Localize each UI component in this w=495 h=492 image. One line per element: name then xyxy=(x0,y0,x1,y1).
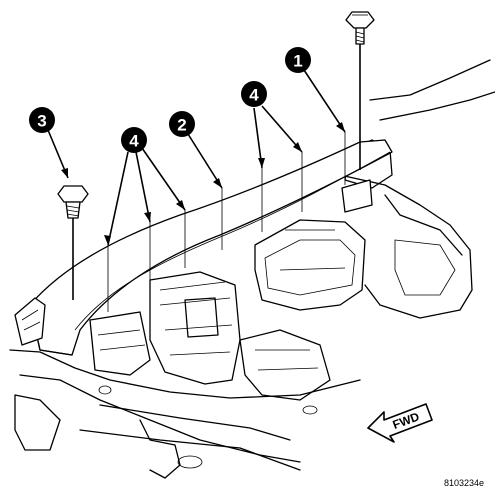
callout-3: 3 xyxy=(29,107,55,133)
figure-code: 8103234e xyxy=(444,478,484,488)
callout-4-right-label: 4 xyxy=(249,86,259,105)
callout-2-label: 2 xyxy=(177,116,186,135)
callout-1: 1 xyxy=(285,47,311,73)
callout-2: 2 xyxy=(169,111,195,137)
engine-bay-structure xyxy=(9,59,495,479)
callout-4-left-label: 4 xyxy=(129,132,139,151)
fender-molding xyxy=(14,139,393,356)
bolt-fastener xyxy=(57,185,89,300)
fwd-arrow: FWD xyxy=(367,403,433,443)
callout-4-left: 4 xyxy=(121,127,147,153)
screw-fastener xyxy=(345,11,375,170)
callout-4-right: 4 xyxy=(241,81,267,107)
callout-3-label: 3 xyxy=(37,112,46,131)
leader-lines xyxy=(47,69,346,312)
callout-1-label: 1 xyxy=(293,52,302,71)
